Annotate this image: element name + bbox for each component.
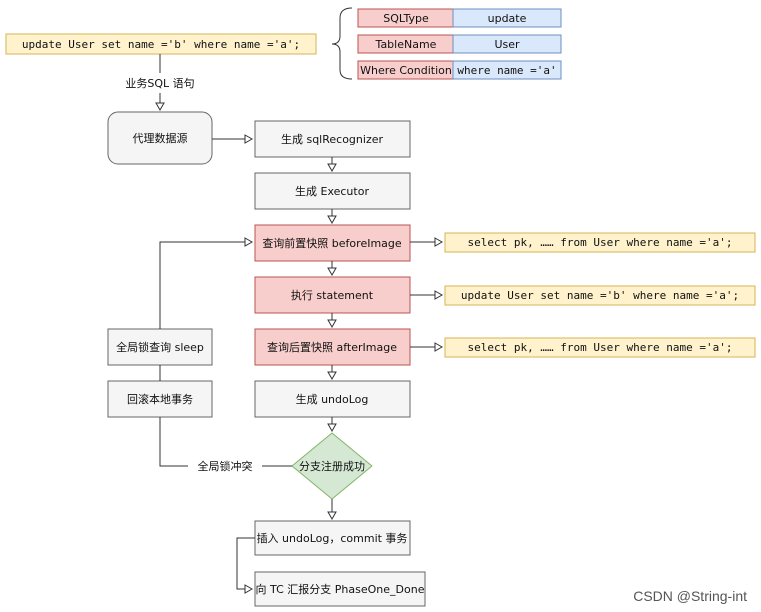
- branch-register-decision: 分支注册成功: [291, 432, 373, 500]
- after-image-sql-box: select pk, …… from User where name ='a';: [444, 337, 756, 358]
- table-key-tablename: TableName: [375, 38, 437, 51]
- global-lock-query-node: 全局锁查询 sleep: [107, 328, 213, 366]
- table-key-where: Where Condition: [360, 64, 452, 77]
- before-image-sql-text: select pk, …… from User where name ='a';: [468, 236, 733, 249]
- rollback-local-label: 回滚本地事务: [127, 392, 193, 406]
- statement-sql-text: update User set name ='b' where name ='a…: [461, 289, 739, 302]
- table-value-tablename: User: [494, 38, 520, 51]
- before-image-label: 查询前置快照 beforeImage: [262, 236, 402, 250]
- sql-input-text: update User set name ='b' where name ='a…: [22, 38, 300, 51]
- table-value-where: where name ='a': [457, 64, 556, 77]
- statement-sql-box: update User set name ='b' where name ='a…: [444, 285, 756, 306]
- proxy-data-source-node: 代理数据源: [107, 111, 213, 165]
- executor-node: 生成 Executor: [254, 172, 411, 210]
- edge-lock-query-to-before: [159, 237, 254, 329]
- recognizer-node: 生成 sqlRecognizer: [254, 120, 411, 158]
- executor-label: 生成 Executor: [295, 184, 369, 198]
- after-image-sql-text: select pk, …… from User where name ='a';: [468, 341, 733, 354]
- csdn-watermark: CSDN @String-int: [633, 588, 747, 604]
- sql-metadata-table: SQLType update TableName User Where Cond…: [357, 8, 562, 80]
- sql-label: 业务SQL 语句: [125, 77, 194, 90]
- curly-brace: [331, 7, 353, 80]
- statement-label: 执行 statement: [291, 288, 374, 302]
- edge-branch-conflict: [159, 417, 292, 467]
- branch-register-label: 分支注册成功: [299, 459, 365, 473]
- report-tc-node: 向 TC 汇报分支 PhaseOne_Done: [254, 571, 426, 607]
- undolog-node: 生成 undoLog: [254, 380, 411, 418]
- table-value-sqltype: update: [488, 12, 527, 25]
- before-image-node: 查询前置快照 beforeImage: [254, 224, 411, 262]
- recognizer-label: 生成 sqlRecognizer: [281, 132, 384, 146]
- table-key-sqltype: SQLType: [383, 12, 429, 25]
- report-tc-label: 向 TC 汇报分支 PhaseOne_Done: [256, 582, 425, 596]
- lock-conflict-label: 全局锁冲突: [198, 459, 253, 473]
- proxy-data-source-label: 代理数据源: [133, 131, 188, 145]
- before-image-sql-box: select pk, …… from User where name ='a';: [444, 232, 756, 253]
- sql-input-box: update User set name ='b' where name ='a…: [5, 33, 317, 55]
- insert-commit-node: 插入 undoLog，commit 事务: [254, 520, 411, 556]
- after-image-label: 查询后置快照 afterImage: [267, 340, 397, 354]
- global-lock-query-label: 全局锁查询 sleep: [116, 340, 204, 354]
- rollback-local-node: 回滚本地事务: [107, 380, 213, 418]
- edge-insert-to-report: [236, 537, 255, 594]
- insert-commit-label: 插入 undoLog，commit 事务: [257, 531, 408, 545]
- undolog-label: 生成 undoLog: [296, 392, 369, 406]
- after-image-node: 查询后置快照 afterImage: [254, 328, 411, 366]
- statement-node: 执行 statement: [254, 276, 411, 314]
